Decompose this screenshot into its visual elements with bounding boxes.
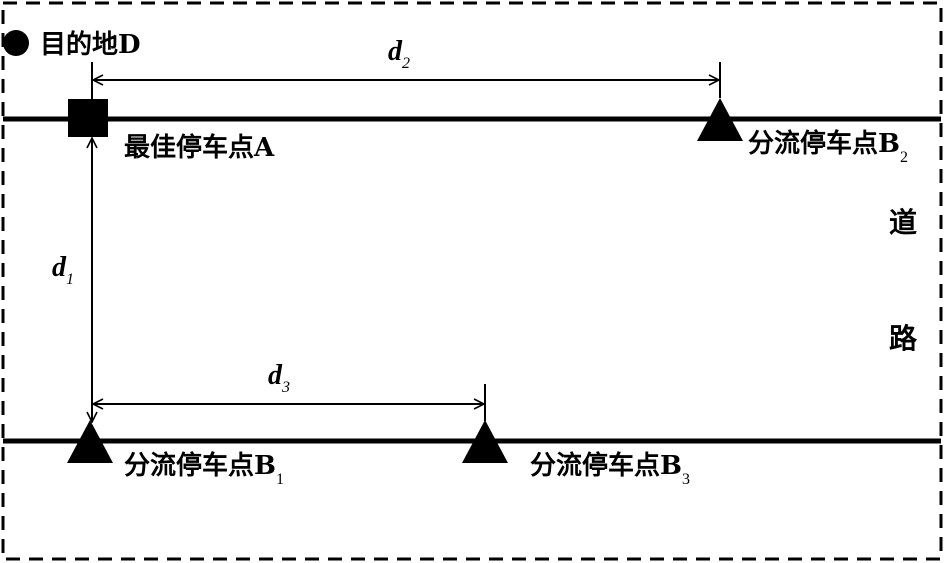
point-b3-label-text: 分流停车点B bbox=[530, 450, 682, 481]
d1-symbol: d bbox=[52, 252, 67, 283]
point-b3-label-subscript: 3 bbox=[682, 471, 690, 488]
point-b1-label-text: 分流停车点B bbox=[124, 450, 276, 481]
d2-symbol: d bbox=[388, 36, 403, 67]
road-label-char-1: 道 bbox=[889, 206, 917, 239]
point-b1-label: 分流停车点B1 bbox=[124, 450, 284, 488]
d2-label: d2 bbox=[388, 36, 410, 72]
d2-subscript: 2 bbox=[402, 55, 410, 72]
svg-text:分流停车点B1: 分流停车点B1 bbox=[124, 450, 284, 488]
d1-subscript: 1 bbox=[66, 271, 74, 288]
d3-symbol: d bbox=[268, 360, 283, 391]
point-b2-label: 分流停车点B2 bbox=[748, 128, 908, 166]
point-b1-triangle-icon bbox=[67, 420, 113, 463]
road-label-char-2: 路 bbox=[889, 322, 918, 355]
point-b3-label: 分流停车点B3 bbox=[530, 450, 690, 488]
point-b3-triangle-icon bbox=[462, 420, 508, 463]
d3-subscript: 3 bbox=[281, 379, 290, 396]
destination-label: 目的地D bbox=[40, 29, 141, 60]
point-b2-label-text: 分流停车点B bbox=[748, 128, 900, 159]
point-b2-triangle-icon bbox=[697, 98, 743, 141]
svg-text:分流停车点B2: 分流停车点B2 bbox=[748, 128, 908, 166]
point-b2-label-subscript: 2 bbox=[900, 149, 908, 166]
destination-dot-icon bbox=[3, 30, 29, 56]
point-b1-label-subscript: 1 bbox=[276, 471, 284, 488]
point-a-square-icon bbox=[68, 99, 108, 137]
d3-label: d3 bbox=[268, 360, 290, 396]
d1-label: d1 bbox=[52, 252, 74, 288]
svg-text:分流停车点B3: 分流停车点B3 bbox=[530, 450, 690, 488]
point-a-label: 最佳停车点A bbox=[124, 132, 275, 163]
